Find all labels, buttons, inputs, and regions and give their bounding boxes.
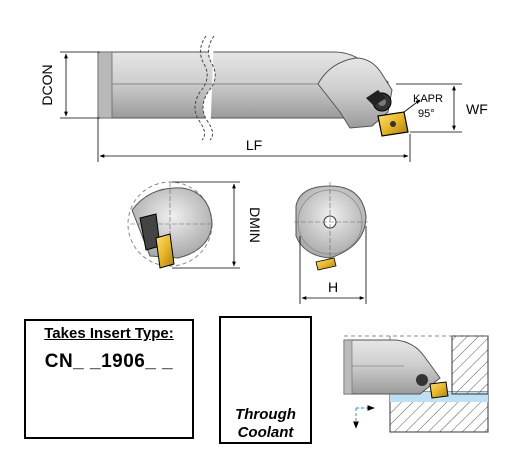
lf-dimension: LF — [97, 118, 411, 162]
dmin-dimension: DMIN — [172, 181, 263, 269]
lf-label: LF — [246, 137, 262, 153]
h-dimension: H — [299, 226, 367, 304]
shank-flat — [97, 51, 113, 119]
dcon-label: DCON — [39, 64, 55, 105]
coolant-label: Through Coolant — [221, 406, 310, 442]
coolant-label-line2: Coolant — [237, 424, 294, 441]
insert-end-icon — [155, 233, 175, 269]
insert-type-code: CN_ _1906_ _ — [44, 351, 174, 372]
coolant-label-line1: Through — [235, 406, 296, 423]
application-view — [343, 335, 489, 433]
dmin-label: DMIN — [247, 207, 263, 243]
insert-type-title: Takes Insert Type: — [44, 325, 174, 342]
side-view — [97, 35, 409, 141]
dcon-dimension: DCON — [39, 51, 100, 119]
kapr-value: 95° — [418, 108, 435, 120]
end-view-back — [294, 182, 368, 271]
kapr-annotation: KAPR 95° — [403, 93, 443, 120]
wf-label: WF — [466, 101, 488, 117]
insert-type-box: Takes Insert Type: CN_ _1906_ _ — [24, 319, 194, 439]
break-line — [194, 35, 208, 141]
wf-dimension: WF — [396, 83, 488, 133]
h-label: H — [328, 279, 338, 295]
through-coolant-box: Through Coolant — [219, 316, 312, 444]
kapr-label: KAPR — [413, 93, 443, 105]
end-view-front — [127, 181, 213, 269]
